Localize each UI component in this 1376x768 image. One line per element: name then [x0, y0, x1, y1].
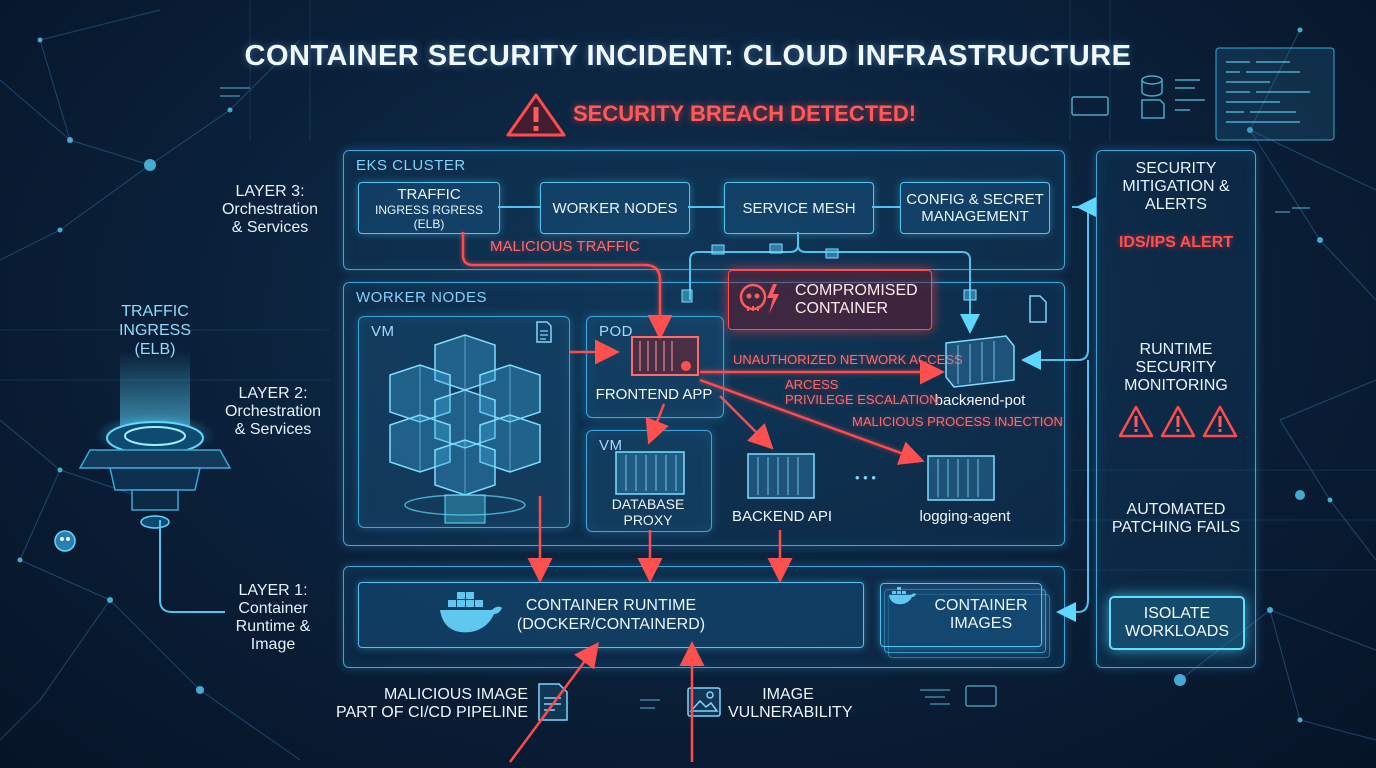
layer2-label: LAYER 2: Orchestration & Services — [224, 385, 322, 438]
compromised-label: COMPROMISED CONTAINER — [795, 282, 918, 317]
runtime-monitor-title: RUNTIME SECURITY MONITORING — [1124, 341, 1228, 394]
vm-label: VM — [371, 323, 395, 340]
pod-label: POD — [599, 323, 634, 340]
alert-text: SECURITY BREACH DETECTED! — [573, 101, 917, 126]
pipeline-document-icon — [538, 683, 568, 721]
backend-pot-label: backяend-pot — [934, 392, 1026, 409]
docker-whale-icon — [440, 592, 502, 633]
vm-box: VM — [358, 316, 570, 528]
logging-agent-label: logging-agent — [919, 508, 1011, 525]
warning-icons-row — [1118, 405, 1238, 438]
database-proxy-label: DATABASE PROXY — [611, 496, 685, 528]
mitigation-title: SECURITY MITIGATION & ALERTS — [1122, 160, 1230, 213]
robot-icon — [54, 530, 76, 552]
worker-nodes-title: WORKER NODES — [356, 289, 488, 306]
config-secret-node[interactable]: CONFIG & SECRET MANAGEMENT — [900, 182, 1050, 234]
isolate-workloads-button[interactable]: ISOLATE WORKLOADS — [1109, 596, 1245, 650]
ids-ips-alert: IDS/IPS ALERT — [1118, 234, 1234, 251]
warning-triangle-icon — [506, 93, 566, 137]
worker-nodes-node[interactable]: WORKER NODES — [540, 182, 690, 234]
container-images-node[interactable]: CONTAINER IMAGES — [880, 583, 1042, 647]
privilege-escalation-label: PRIVILEGE ESCALATION — [785, 392, 939, 407]
service-mesh-node[interactable]: SERVICE MESH — [724, 182, 874, 234]
auto-patching-title: AUTOMATED PATCHING FAILS — [1111, 501, 1241, 536]
security-alert-banner: SECURITY BREACH DETECTED! — [505, 92, 916, 138]
layer3-label: LAYER 3: Orchestration & Services — [221, 183, 319, 236]
more-dots: • • • — [855, 470, 876, 485]
traffic-ingress-line1: TRAFFIC — [397, 185, 461, 203]
container-runtime-label: CONTAINER RUNTIME (DOCKER/CONTAINERD) — [516, 597, 706, 633]
arcess-label: ARCESS — [785, 377, 839, 392]
process-injection-label: MALICIOUS PROCESS INJECTION — [852, 414, 1063, 429]
vm2-label: VM — [599, 437, 623, 454]
docker-small-icon — [889, 587, 916, 605]
malicious-traffic-label: MALICIOUS TRAFFIC — [490, 238, 640, 255]
traffic-ingress-node[interactable]: TRAFFIC INGRESS RGRESS (ELB) — [358, 182, 500, 234]
frontend-app-label: FRONTEND APP — [595, 386, 713, 403]
unauthorized-access-label: UNAUTHORIZED NETWORK ACCESS — [733, 352, 963, 367]
compromised-container-callout: COMPROMISED CONTAINER — [728, 270, 932, 330]
container-images-label: CONTAINER IMAGES — [934, 597, 1028, 632]
eks-cluster-title: EKS CLUSTER — [356, 157, 466, 174]
malicious-image-label: MALICIOUS IMAGE PART OF CI/CD PIPELINE — [335, 686, 528, 721]
page-title: CONTAINER SECURITY INCIDENT: CLOUD INFRA… — [244, 40, 1132, 72]
images-stack-back1 — [884, 589, 1046, 653]
layer1-label: LAYER 1: Container Runtime & Image — [235, 582, 311, 653]
skull-lightning-icon — [739, 283, 779, 314]
traffic-ingress-line2: INGRESS RGRESS (ELB) — [374, 202, 484, 231]
traffic-ingress-device-icon — [78, 350, 232, 529]
image-vulnerability-label: IMAGE VULNERABILITY — [728, 686, 853, 721]
images-stack-back2 — [888, 594, 1050, 658]
image-icon — [687, 687, 721, 717]
isolate-workloads-label: ISOLATE WORKLOADS — [1124, 605, 1229, 640]
container-cluster-icon — [389, 334, 541, 524]
container-runtime-node[interactable]: CONTAINER RUNTIME (DOCKER/CONTAINERD) — [358, 582, 864, 648]
backend-api-label: BACKEND API — [731, 508, 833, 525]
